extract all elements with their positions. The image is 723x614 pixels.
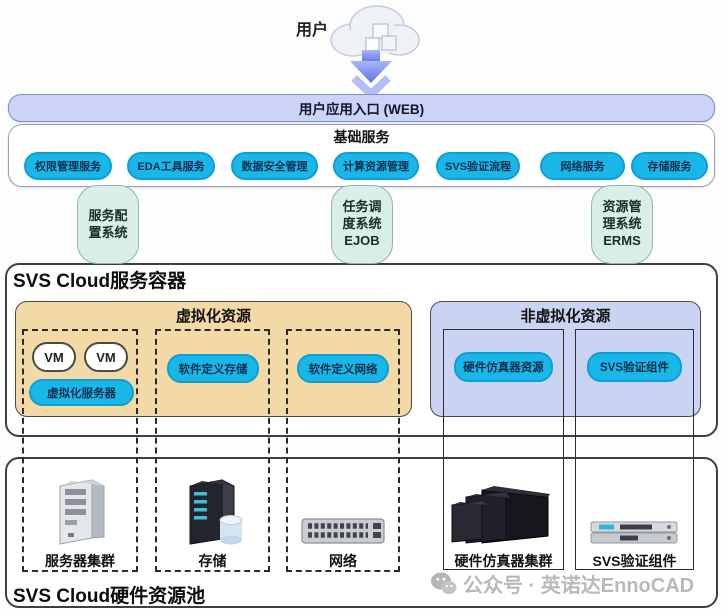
wechat-icon: [431, 572, 457, 594]
service-pill-data-security: 数据安全管理: [231, 152, 318, 180]
non-virtualized-resources-title: 非虚拟化资源: [520, 308, 611, 325]
service-pill-svs-flow: SVS验证流程: [436, 152, 520, 180]
service-container-title: SVS Cloud服务容器: [13, 271, 187, 292]
connector-emulator: [443, 329, 564, 570]
hardware-label-emulator-cluster: 硬件仿真器集群: [454, 553, 553, 569]
server-tower-icon: [59, 479, 105, 545]
web-entry-label: 用户应用入口 (WEB): [298, 102, 425, 117]
service-pill-storage: 存储服务: [631, 152, 708, 180]
hardware-pool-title: SVS Cloud硬件资源池: [13, 586, 206, 607]
hardware-label-storage: 存储: [198, 553, 227, 569]
connector-svs-component: [575, 329, 694, 570]
service-pill-compute-resource: 计算资源管理: [333, 152, 419, 180]
network-switch-icon: [301, 518, 385, 544]
watermark-text: 公众号 · 英诺达EnnoCAD: [463, 575, 695, 597]
rack-server-icon: [590, 521, 678, 544]
hardware-emulator-resource-pill: 硬件仿真器资源: [454, 352, 553, 382]
svs-verification-component-pill: SVS验证组件: [587, 352, 682, 382]
middleware-service-config: 服务配 置系统: [77, 185, 139, 264]
software-defined-storage-pill: 软件定义存储: [167, 354, 259, 383]
connector-sdn: [286, 329, 400, 572]
down-arrow-icon: [350, 50, 392, 98]
storage-tower-icon: [189, 479, 243, 545]
middleware-resource-manager-erms: 资源管 理系统 ERMS: [591, 185, 653, 264]
vm-node: VM: [32, 342, 76, 372]
hardware-label-svs-component: SVS验证组件: [592, 553, 677, 569]
basic-services-title: 基础服务: [333, 129, 390, 145]
connector-sds: [155, 329, 270, 572]
cloud-icon: [330, 5, 420, 57]
middleware-task-scheduler-ejob: 任务调 度系统 EJOB: [331, 185, 393, 264]
emulator-cluster-icon: [451, 486, 550, 544]
vm-node: VM: [84, 342, 128, 372]
user-label: 用户: [296, 22, 329, 39]
service-pill-network: 网络服务: [540, 152, 625, 180]
connector-virtual-servers: [22, 329, 138, 572]
watermark: 公众号 · 英诺达EnnoCAD: [430, 569, 694, 598]
virtualized-server-pill: 虚拟化服务器: [29, 379, 134, 406]
software-defined-network-pill: 软件定义网络: [297, 354, 389, 383]
service-pill-permission: 权限管理服务: [24, 152, 112, 180]
service-pill-eda-tools: EDA工具服务: [127, 152, 215, 180]
hardware-label-server-cluster: 服务器集群: [45, 553, 115, 569]
hardware-label-network: 网络: [329, 553, 357, 569]
virtualized-resources-title: 虚拟化资源: [175, 308, 251, 325]
web-entry-bar: 用户应用入口 (WEB): [8, 94, 715, 122]
